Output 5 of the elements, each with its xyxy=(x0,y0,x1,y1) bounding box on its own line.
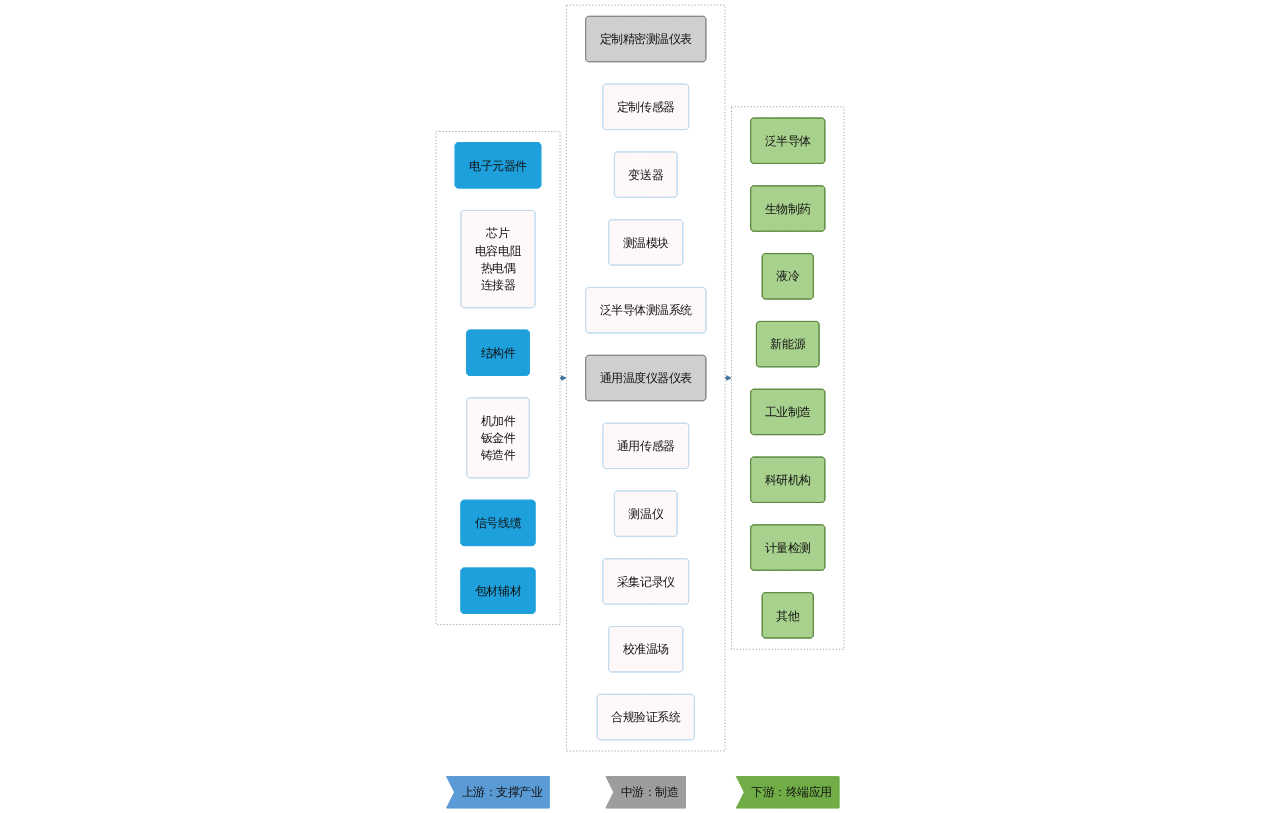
arrow xyxy=(559,375,567,381)
arrow xyxy=(724,375,732,381)
cluster xyxy=(565,4,726,752)
cluster xyxy=(435,130,561,626)
cluster xyxy=(731,106,845,650)
